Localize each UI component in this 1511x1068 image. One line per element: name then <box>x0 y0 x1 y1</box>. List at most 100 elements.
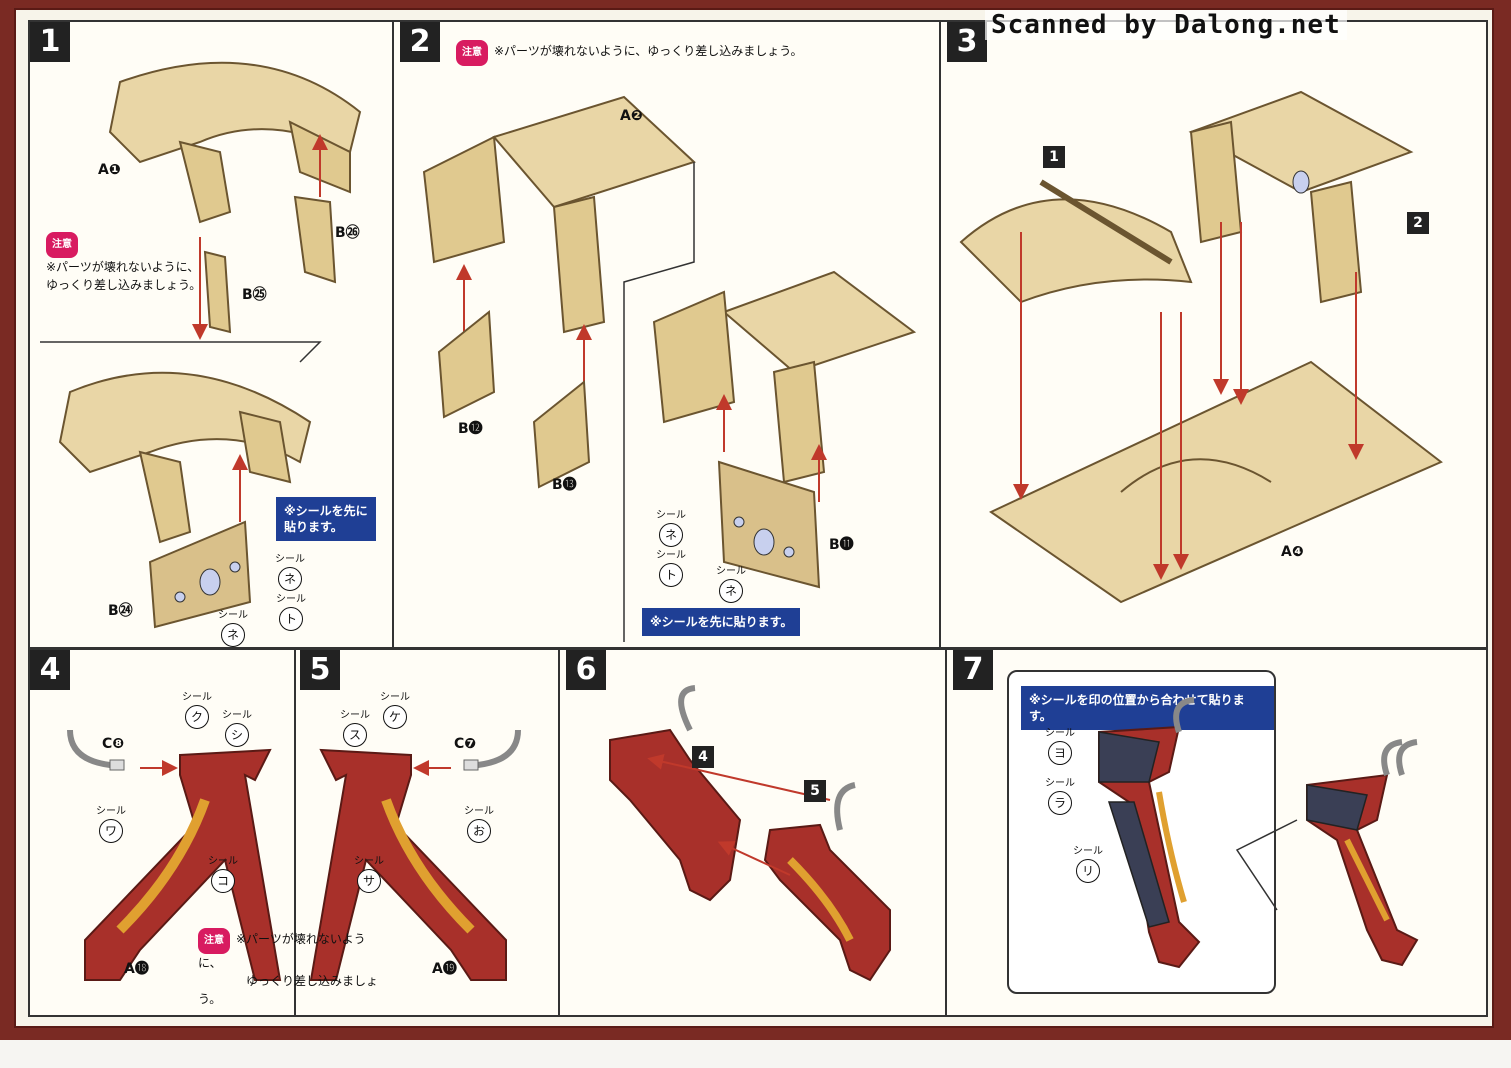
sticker-callout-ko: シールコ <box>208 852 238 893</box>
caution-badge: 注意 <box>46 232 78 258</box>
sticker-word: シール <box>208 856 238 867</box>
panel-step-5: 5 C❼ A⓳ シールス シールケ シールお シールサ <box>294 648 560 1017</box>
caution-text: ※パーツが壊れないように、ゆっくり差し込みましょう。 <box>494 44 803 58</box>
caution-note-5: 注意※パーツが壊れないように、 ゆっくり差し込みましょう。 <box>198 928 388 1008</box>
caution-badge: 注意 <box>198 928 230 954</box>
sticker-callout-shi: シールシ <box>222 706 252 747</box>
part-label-a4: A❹ <box>1281 544 1304 560</box>
step-number: 6 <box>566 650 606 690</box>
panel-step-7: 7 ※シールを印の位置から合わせて貼ります。 シールヨ シールラ シールリ <box>945 648 1488 1017</box>
sticker-word: シール <box>656 510 686 521</box>
sticker-word: シール <box>218 610 248 621</box>
caution-text-line1: ※パーツが壊れないように、 <box>46 260 200 274</box>
sticker-word: シール <box>1045 778 1075 789</box>
panel-step-6: 6 4 5 <box>558 648 947 1017</box>
panel-step-4: 4 C❽ A⓲ シールク シールシ シールワ シールコ <box>28 648 297 1017</box>
sticker-to: ト <box>279 607 303 631</box>
sticker-shi: シ <box>225 723 249 747</box>
sticker-su: ス <box>343 723 367 747</box>
sticker-callout-ne-3: シールネ <box>656 506 686 547</box>
sticker-callout-ke: シールケ <box>380 688 410 729</box>
sticker-word: シール <box>1073 846 1103 857</box>
part-label-c8: C❽ <box>102 736 125 752</box>
sticker-word: シール <box>1045 728 1075 739</box>
sticker-word: シール <box>275 554 305 565</box>
scan-bottom-strip <box>0 1040 1511 1068</box>
sticker-callout-yo: シールヨ <box>1045 724 1075 765</box>
sticker-word: シール <box>656 550 686 561</box>
sticker-wa: ワ <box>99 819 123 843</box>
caution-text-line2: ゆっくり差し込みましょう。 <box>198 974 379 1006</box>
sticker-yo: ヨ <box>1048 741 1072 765</box>
part-label-b26: B㉖ <box>335 225 360 241</box>
sticker-to: ト <box>659 563 683 587</box>
part-label-a2: A❷ <box>620 108 643 124</box>
sticker-word: シール <box>380 692 410 703</box>
sticker-callout-sa: シールサ <box>354 852 384 893</box>
scan-watermark-text: Scanned by Dalong.net <box>985 10 1347 40</box>
sticker-placement-inset: ※シールを印の位置から合わせて貼ります。 シールヨ シールラ シールリ <box>1007 670 1276 994</box>
part-label-b25: B㉕ <box>242 287 267 303</box>
part-ref-1: 1 <box>1043 146 1065 168</box>
sticker-callout-to-2: シールト <box>656 546 686 587</box>
step-5-illustration <box>309 729 521 981</box>
sticker-ke: ケ <box>383 705 407 729</box>
step-2-illustration <box>422 95 917 642</box>
sticker-callout-ku: シールク <box>182 688 212 729</box>
step-7-inset-illustration <box>1098 697 1201 969</box>
part-label-a19: A⓳ <box>432 961 457 977</box>
sticker-first-note-2: ※シールを先に貼ります。 <box>642 608 801 636</box>
caution-text-line2: ゆっくり差し込みましょう。 <box>46 278 202 292</box>
sticker-callout-su: シールス <box>340 706 370 747</box>
part-label-b12: B⓬ <box>458 421 483 437</box>
caution-badge: 注意 <box>456 40 488 66</box>
sticker-ku: ク <box>185 705 209 729</box>
sticker-mark-note: ※シールを印の位置から合わせて貼ります。 <box>1021 686 1274 730</box>
sticker-word: シール <box>340 710 370 721</box>
sticker-word: シール <box>182 692 212 703</box>
sticker-word: シール <box>96 806 126 817</box>
sticker-ne: ネ <box>659 523 683 547</box>
caution-text-line1: ※パーツが壊れないように、 <box>198 932 366 970</box>
sticker-sa: サ <box>357 869 381 893</box>
caution-note-2: 注意 ※パーツが壊れないように、ゆっくり差し込みましょう。 <box>456 40 876 66</box>
sticker-ri: リ <box>1076 859 1100 883</box>
panel-step-2: 2 注意 ※パーツが壊れないように、ゆっくり差し込みましょう。 <box>392 20 941 649</box>
sticker-callout-ne-2: シールネ <box>218 606 248 647</box>
sticker-first-line2: 貼ります。 <box>284 520 343 534</box>
sticker-word: シール <box>276 594 306 605</box>
step-6-illustration <box>609 685 891 982</box>
step-number: 5 <box>300 650 340 690</box>
part-label-c7: C❼ <box>454 736 477 752</box>
step-3-illustration <box>959 90 1443 604</box>
sticker-callout-wa: シールワ <box>96 802 126 843</box>
sticker-ne: ネ <box>719 579 743 603</box>
step-4-illustration <box>67 729 282 981</box>
part-ref-5: 5 <box>804 780 826 802</box>
sticker-callout-to-1: シールト <box>276 590 306 631</box>
sticker-first-line1: ※シールを先に <box>284 504 368 518</box>
sticker-ko: コ <box>211 869 235 893</box>
step-7-result-illustration <box>1235 739 1419 967</box>
panel-step-3: 3 1 2 A❹ <box>939 20 1488 649</box>
part-ref-4: 4 <box>692 746 714 768</box>
sticker-ne: ネ <box>221 623 245 647</box>
sticker-callout-ne-4: シールネ <box>716 562 746 603</box>
step-number: 3 <box>947 22 987 62</box>
step-number: 2 <box>400 22 440 62</box>
sticker-callout-o: シールお <box>464 802 494 843</box>
sticker-o: お <box>467 819 491 843</box>
part-label-b24: B㉔ <box>108 603 133 619</box>
sticker-ne: ネ <box>278 567 302 591</box>
sticker-word: シール <box>354 856 384 867</box>
caution-note-1: 注意 ※パーツが壊れないように、 ゆっくり差し込みましょう。 <box>46 232 226 294</box>
panel-step-1: 1 A❶ B㉖ B㉕ 注意 <box>28 20 394 649</box>
part-label-b13: B⓭ <box>552 477 577 493</box>
part-label-a18: A⓲ <box>124 961 149 977</box>
step-number: 7 <box>953 650 993 690</box>
sticker-word: シール <box>222 710 252 721</box>
step-1-illustration <box>40 61 362 629</box>
sticker-word: シール <box>716 566 746 577</box>
part-label-a1: A❶ <box>98 162 121 178</box>
